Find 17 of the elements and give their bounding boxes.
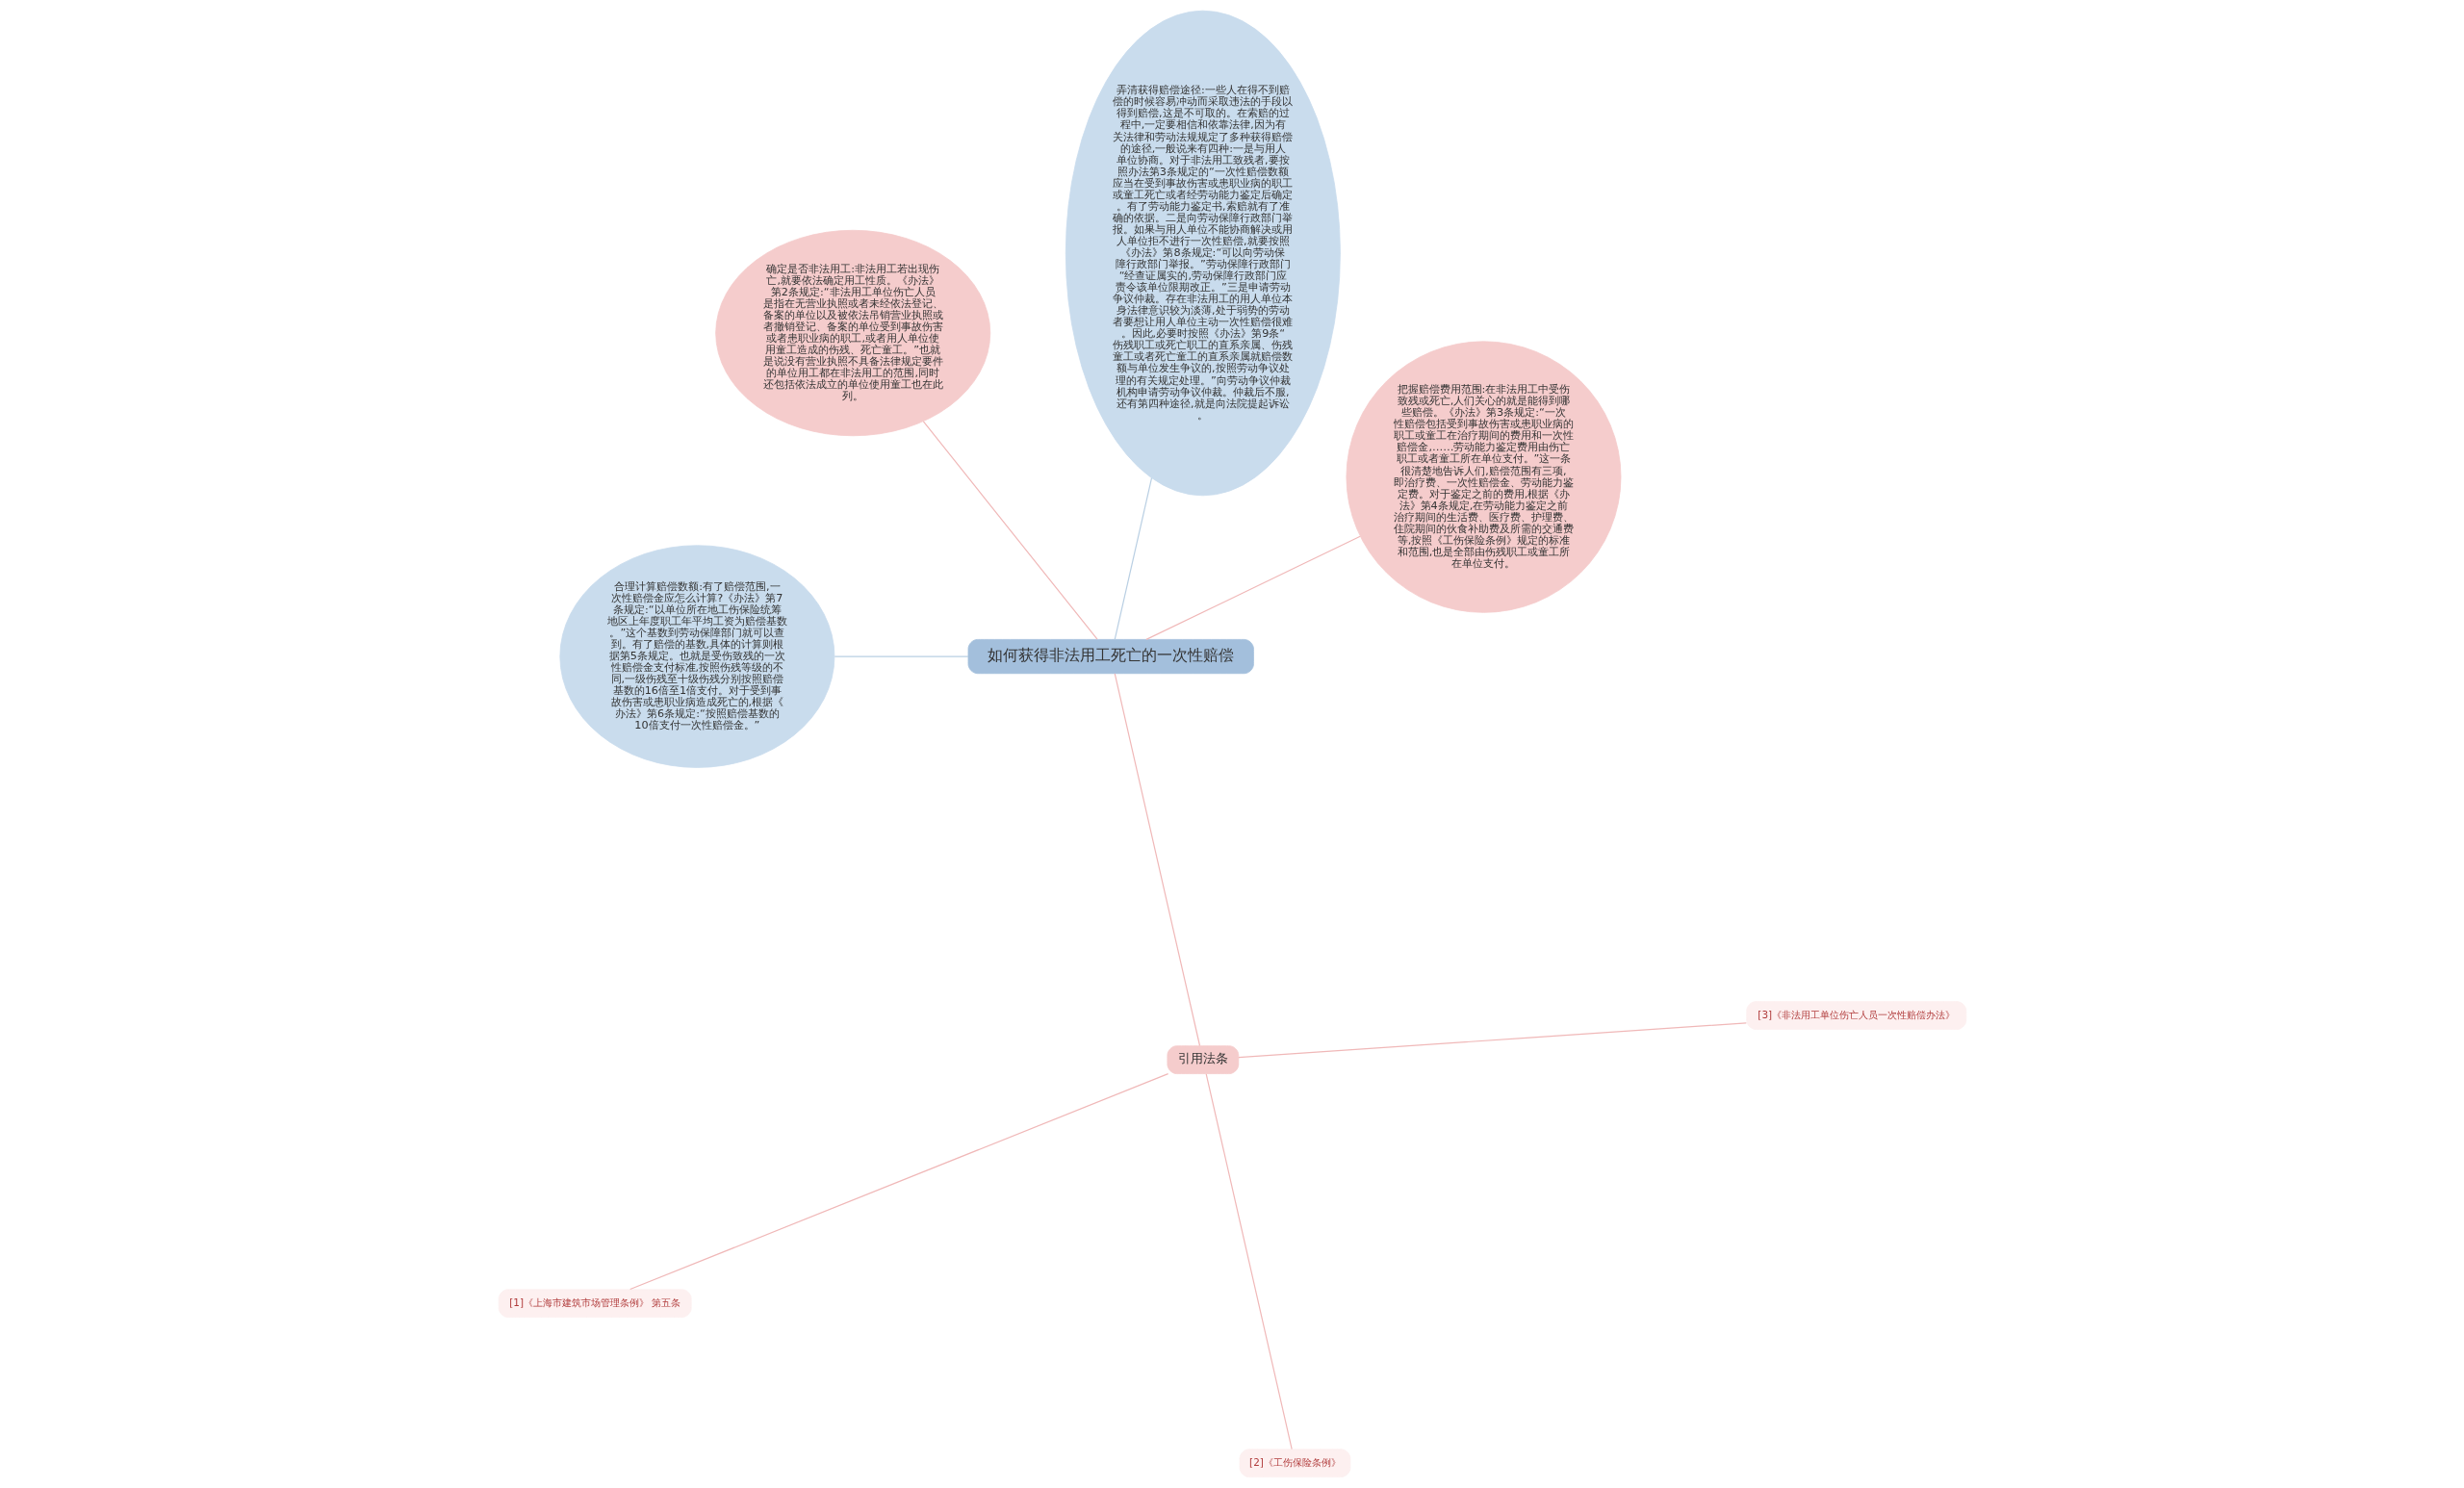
connector (629, 1073, 1168, 1291)
connector (1144, 535, 1361, 640)
connector (1237, 1022, 1747, 1059)
node-box: [1]《上海市建筑市场管理条例》 第五条 (498, 1289, 692, 1319)
node-circle: 把握赔偿费用范围:在非法用工中受伤致残或死亡,人们关心的就是能得到哪些赔偿。《办法》第3条规定:“一次性赔偿包括受到事故伤害或患职业病的职工或童工在治疗期间的费用和一次性赔偿金,……劳动能力鉴定费用由伤亡职工或者童工所在单位支付。”这一条很清楚地告诉人们,赔偿范围有三项,即治疗费、一次性赔偿金、劳动能力鉴定费。对于鉴定之前的费用,根据《办法》第4条规定,在劳动能力鉴定之前治疗期间的生活费、医疗费、护理费、住院期间的伙食补助费及所需的交通费等,按照《工伤保险条例》规定的标准和范围,也是全部由伤残职工或童工所在单位支付。 (1346, 341, 1621, 613)
node-box: [3]《非法用工单位伤亡人员一次性赔偿办法》 (1745, 1001, 1966, 1030)
node-box: 如何获得非法用工死亡的一次性赔偿 (967, 639, 1254, 675)
node-box: [2]《工伤保险条例》 (1239, 1449, 1350, 1477)
node-ellipse: 确定是否非法用工:非法用工若出现伤亡,就要依法确定用工性质。《办法》第2条规定:“非法用工单位伤亡人员是指在无营业执照或者未经依法登记、备案的单位以及被依法吊销营业执照或者撤销登记、备案的单位受到事故伤害或者患职业病的职工,或者用人单位使用童工造成的伤残、死亡童工。”也就是说没有营业执照不具备法律规定要件的单位用工都在非法用工的范围,同时还包括依法成立的单位使用童工也在此列。 (714, 229, 990, 437)
node-ellipse: 弄清获得赔偿途径:一些人在得不到赔偿的时候容易冲动而采取违法的手段以得到赔偿,这是不可取的。在索赔的过程中,一定要相信和依靠法律,因为有关法律和劳动法规规定了多种获得赔偿的途径,一般说来有四种:一是与用人单位协商。对于非法用工致残者,要按照办法第3条规定的“一次性赔偿数额应当在受到事故伤害或患职业病的职工或童工死亡或者经劳动能力鉴定后确定。有了劳动能力鉴定书,索赔就有了准确的依据。二是向劳动保障行政部门举报。如果与用人单位不能协商解决或用人单位拒不进行一次性赔偿,就要按照《办法》第8条规定:“可以向劳动保障行政部门举报。”劳动保障行政部门“经查证属实的,劳动保障行政部门应责令该单位限期改正。”三是申请劳动争议仲裁。存在非法用工的用人单位本身法律意识较为淡薄,处于弱势的劳动者要想让用人单位主动一次性赔偿很难。因此,必要时按照《办法》第9条“伤残职工或死亡职工的直系亲属、伤残童工或者死亡童工的直系亲属就赔偿数额与单位发生争议的,按照劳动争议处理的有关规定处理。”向劳动争议仲裁机构申请劳动争议仲裁。仲裁后不服,还有第四种途径,就是向法院提起诉讼。 (1065, 10, 1341, 497)
connector (1205, 1073, 1293, 1450)
node-box: 引用法条 (1167, 1045, 1239, 1074)
node-ellipse: 合理计算赔偿数额:有了赔偿范围,一次性赔偿金应怎么计算?《办法》第7条规定:“以单位所在地工伤保险统筹地区上年度职工年平均工资为赔偿基数。”这个基数到劳动保障部门就可以查到。有了赔偿的基数,具体的计算则根据第5条规定。也就是受伤致残的一次性赔偿金支付标准,按照伤残等级的不同,一级伤残至十级伤残分别按照赔偿基数的16倍至1倍支付。对于受到事故伤害或患职业病造成死亡的,根据《办法》第6条规定:“按照赔偿基数的10倍支付一次性赔偿金。” (558, 545, 834, 768)
connector (1114, 477, 1152, 640)
connector (834, 655, 969, 657)
connector (1114, 673, 1200, 1047)
connector (922, 421, 1098, 640)
